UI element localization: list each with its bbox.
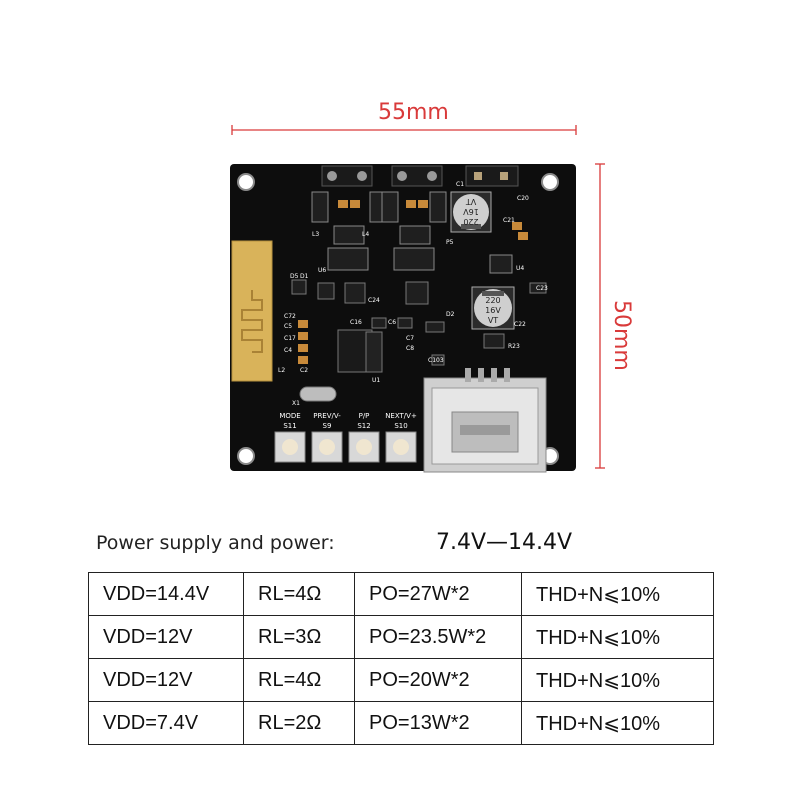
- table-row: VDD=12V RL=4Ω PO=20W*2 THD+N⩽10%: [88, 658, 714, 702]
- table-cell: RL=2Ω: [243, 701, 355, 745]
- mounting-holes: [237, 173, 559, 465]
- height-label: 50mm: [609, 300, 634, 371]
- silk-ref-c23: C23: [536, 285, 548, 292]
- crystal: [299, 386, 337, 402]
- silk-ref-c16: C16: [350, 319, 362, 326]
- button-ref-s10: S10: [394, 422, 407, 430]
- silk-ref-c24: C24: [368, 297, 380, 304]
- button-ref-s11: S11: [283, 422, 296, 430]
- button-label-mode: MODE: [279, 412, 300, 420]
- cap-1-mark: VT: [466, 197, 476, 206]
- silk-ref-x1: X1: [292, 400, 300, 407]
- silk-ref-c6: C6: [388, 319, 396, 326]
- table-cell: RL=4Ω: [243, 658, 355, 702]
- button-label-pp: P/P: [359, 412, 370, 420]
- silk-ref-c7: C7: [406, 335, 414, 342]
- cap-2-mark: VT: [488, 316, 498, 325]
- antenna-pad: [231, 240, 273, 382]
- silk-ref-c20: C20: [517, 195, 529, 202]
- electrolytic-capacitor-1: 220 16V VT: [450, 191, 492, 233]
- silk-ref-d1: D1: [300, 273, 309, 280]
- cap-2-value: 220: [485, 296, 500, 305]
- silk-ref-d5: D5: [290, 273, 299, 280]
- silk-ref-u6: U6: [318, 267, 326, 274]
- speaker-connectors: [321, 165, 519, 187]
- small-caps: [298, 200, 528, 364]
- silk-ref-c21: C21: [503, 217, 515, 224]
- table-cell: VDD=14.4V: [88, 572, 244, 616]
- table-cell: THD+N⩽10%: [521, 658, 714, 702]
- width-label: 55mm: [378, 100, 449, 125]
- silk-ref-c2: C2: [300, 367, 308, 374]
- silk-ref-c1: C1: [456, 181, 464, 188]
- table-cell: THD+N⩽10%: [521, 615, 714, 659]
- table-cell: THD+N⩽10%: [521, 701, 714, 745]
- silk-ref-l2: L2: [278, 367, 285, 374]
- width-dimension-line: [231, 125, 577, 135]
- amplifier-area: [311, 191, 447, 271]
- table-cell: PO=23.5W*2: [354, 615, 522, 659]
- button-ref-s9: S9: [323, 422, 332, 430]
- table-cell: PO=27W*2: [354, 572, 522, 616]
- table-cell: PO=20W*2: [354, 658, 522, 702]
- button-label-prev: PREV/V-: [313, 412, 341, 420]
- misc-components: [291, 279, 547, 366]
- cap-1-value: 220: [463, 217, 478, 226]
- table-cell: VDD=12V: [88, 615, 244, 659]
- silk-ref-r23: R23: [508, 343, 520, 350]
- table-cell: PO=13W*2: [354, 701, 522, 745]
- table-cell: VDD=12V: [88, 658, 244, 702]
- silk-ref-c72: C72: [284, 313, 296, 320]
- silk-ref-c8: C8: [406, 345, 414, 352]
- tactile-buttons: [274, 431, 417, 463]
- spec-table: VDD=14.4V RL=4Ω PO=27W*2 THD+N⩽10% VDD=1…: [88, 572, 714, 745]
- spec-range: 7.4V—14.4V: [436, 530, 573, 555]
- regulator-chip: [489, 254, 513, 274]
- button-label-next: NEXT/V+: [385, 412, 417, 420]
- button-ref-s12: S12: [357, 422, 370, 430]
- table-cell: RL=4Ω: [243, 572, 355, 616]
- silk-ref-c4: C4: [284, 347, 292, 354]
- silk-ref-d2: D2: [446, 311, 455, 318]
- cap-2-voltage: 16V: [485, 306, 501, 315]
- usb-port: [423, 368, 547, 473]
- silk-ref-c22: C22: [514, 321, 526, 328]
- table-cell: VDD=7.4V: [88, 701, 244, 745]
- height-dimension-line: [595, 163, 605, 469]
- table-row: VDD=7.4V RL=2Ω PO=13W*2 THD+N⩽10%: [88, 701, 714, 745]
- main-chip: [337, 329, 383, 373]
- silk-ref-c103: C103: [428, 357, 444, 364]
- silk-ref-l4: L4: [362, 231, 369, 238]
- silk-ref-c5: C5: [284, 323, 292, 330]
- silk-ref-u1: U1: [372, 377, 380, 384]
- cap-1-voltage: 16V: [463, 207, 479, 216]
- spec-title: Power supply and power:: [96, 532, 335, 554]
- silk-ref-p5: P5: [446, 239, 454, 246]
- button-silkscreen: MODE S11 PREV/V- S9 P/P S12 NEXT/V+ S10: [279, 412, 417, 430]
- table-cell: THD+N⩽10%: [521, 572, 714, 616]
- silk-ref-u4: U4: [516, 265, 524, 272]
- silk-ref-c17: C17: [284, 335, 296, 342]
- table-cell: RL=3Ω: [243, 615, 355, 659]
- table-row: VDD=12V RL=3Ω PO=23.5W*2 THD+N⩽10%: [88, 615, 714, 659]
- table-row: VDD=14.4V RL=4Ω PO=27W*2 THD+N⩽10%: [88, 572, 714, 616]
- silk-ref-l3: L3: [312, 231, 319, 238]
- electrolytic-capacitor-2: 220 16V VT: [471, 286, 515, 330]
